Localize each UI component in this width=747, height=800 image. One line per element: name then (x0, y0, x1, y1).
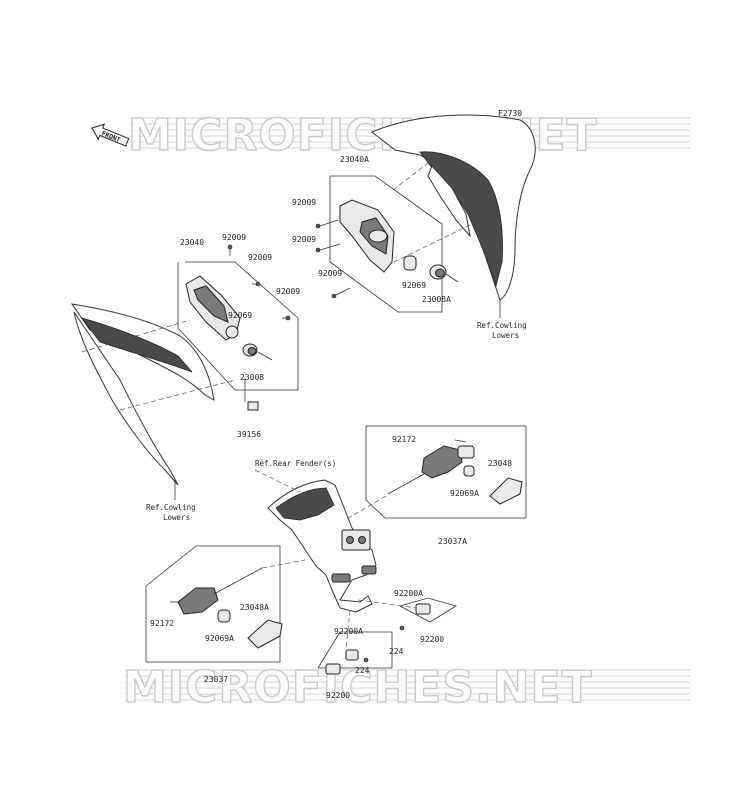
right-front-signal-housing (339, 199, 459, 283)
right-cowling (371, 114, 536, 318)
label-224-right: 224 (389, 647, 404, 656)
right-rear-signal (387, 439, 523, 505)
right-front-signal-box (329, 175, 443, 313)
license-light-parts (317, 597, 457, 675)
label-92069-right: 92069 (402, 281, 426, 290)
label-92172-right: 92172 (392, 435, 416, 444)
part-39156-plate (244, 378, 259, 411)
label-39156: 39156 (237, 430, 261, 439)
label-92200A-right: 92200A (394, 589, 423, 598)
label-23048: 23048 (488, 459, 512, 468)
label-224-lower: 224 (355, 666, 370, 675)
left-cowling (70, 303, 236, 500)
label-92069A-left: 92069A (205, 634, 234, 643)
ref-cowling-left: Ref.Cowling (146, 503, 196, 512)
left-front-signal-housing (185, 275, 273, 361)
label-23040: 23040 (180, 238, 204, 247)
dash-rear-fender-ref (254, 469, 301, 493)
watermark-bottom: MICROFICHES.NET (122, 661, 690, 714)
dash-right-front-2 (393, 224, 471, 263)
label-92009-e: 92009 (292, 235, 316, 244)
right-front-screws (315, 219, 351, 299)
label-92200-lower: 92200 (326, 691, 350, 700)
left-rear-signal (170, 567, 283, 649)
ref-rear-fender: Ref.Rear Fender(s) (255, 459, 336, 468)
label-92200-right: 92200 (420, 635, 444, 644)
dash-left-rear (261, 559, 306, 569)
left-front-screws (227, 244, 291, 321)
label-23037: 23037 (204, 675, 228, 684)
ref-cowling-right: Ref.Cowling (477, 321, 527, 330)
right-rear-signal-box (365, 425, 527, 519)
label-92009-d: 92009 (292, 198, 316, 207)
left-front-signal-box (177, 261, 299, 391)
label-92172-left: 92172 (150, 619, 174, 628)
label-23008A: 23008A (422, 295, 451, 304)
watermark-text-bottom: MICROFICHES.NET (123, 662, 593, 713)
label-92009-b: 92009 (248, 253, 272, 262)
dash-right-rear (344, 495, 387, 521)
ref-lowers-left: Lowers (163, 513, 190, 522)
rear-fender (267, 479, 377, 613)
label-23040A: 23040A (340, 155, 369, 164)
dash-right-front-1 (392, 159, 433, 191)
label-92009-a: 92009 (222, 233, 246, 242)
label-23008: 23008 (240, 373, 264, 382)
label-23037A: 23037A (438, 537, 467, 546)
ref-lowers-right: Lowers (492, 331, 519, 340)
label-92009-f: 92009 (318, 269, 342, 278)
diagram-id: F2730 (498, 109, 522, 118)
label-92069A-right: 92069A (450, 489, 479, 498)
left-rear-signal-box (145, 545, 281, 663)
front-arrow: FRONT (91, 123, 130, 147)
label-92069-left: 92069 (228, 311, 252, 320)
label-92200A-lower: 92200A (334, 627, 363, 636)
label-92009-c: 92009 (276, 287, 300, 296)
front-label: FRONT (100, 129, 121, 144)
label-23048A: 23048A (240, 603, 269, 612)
